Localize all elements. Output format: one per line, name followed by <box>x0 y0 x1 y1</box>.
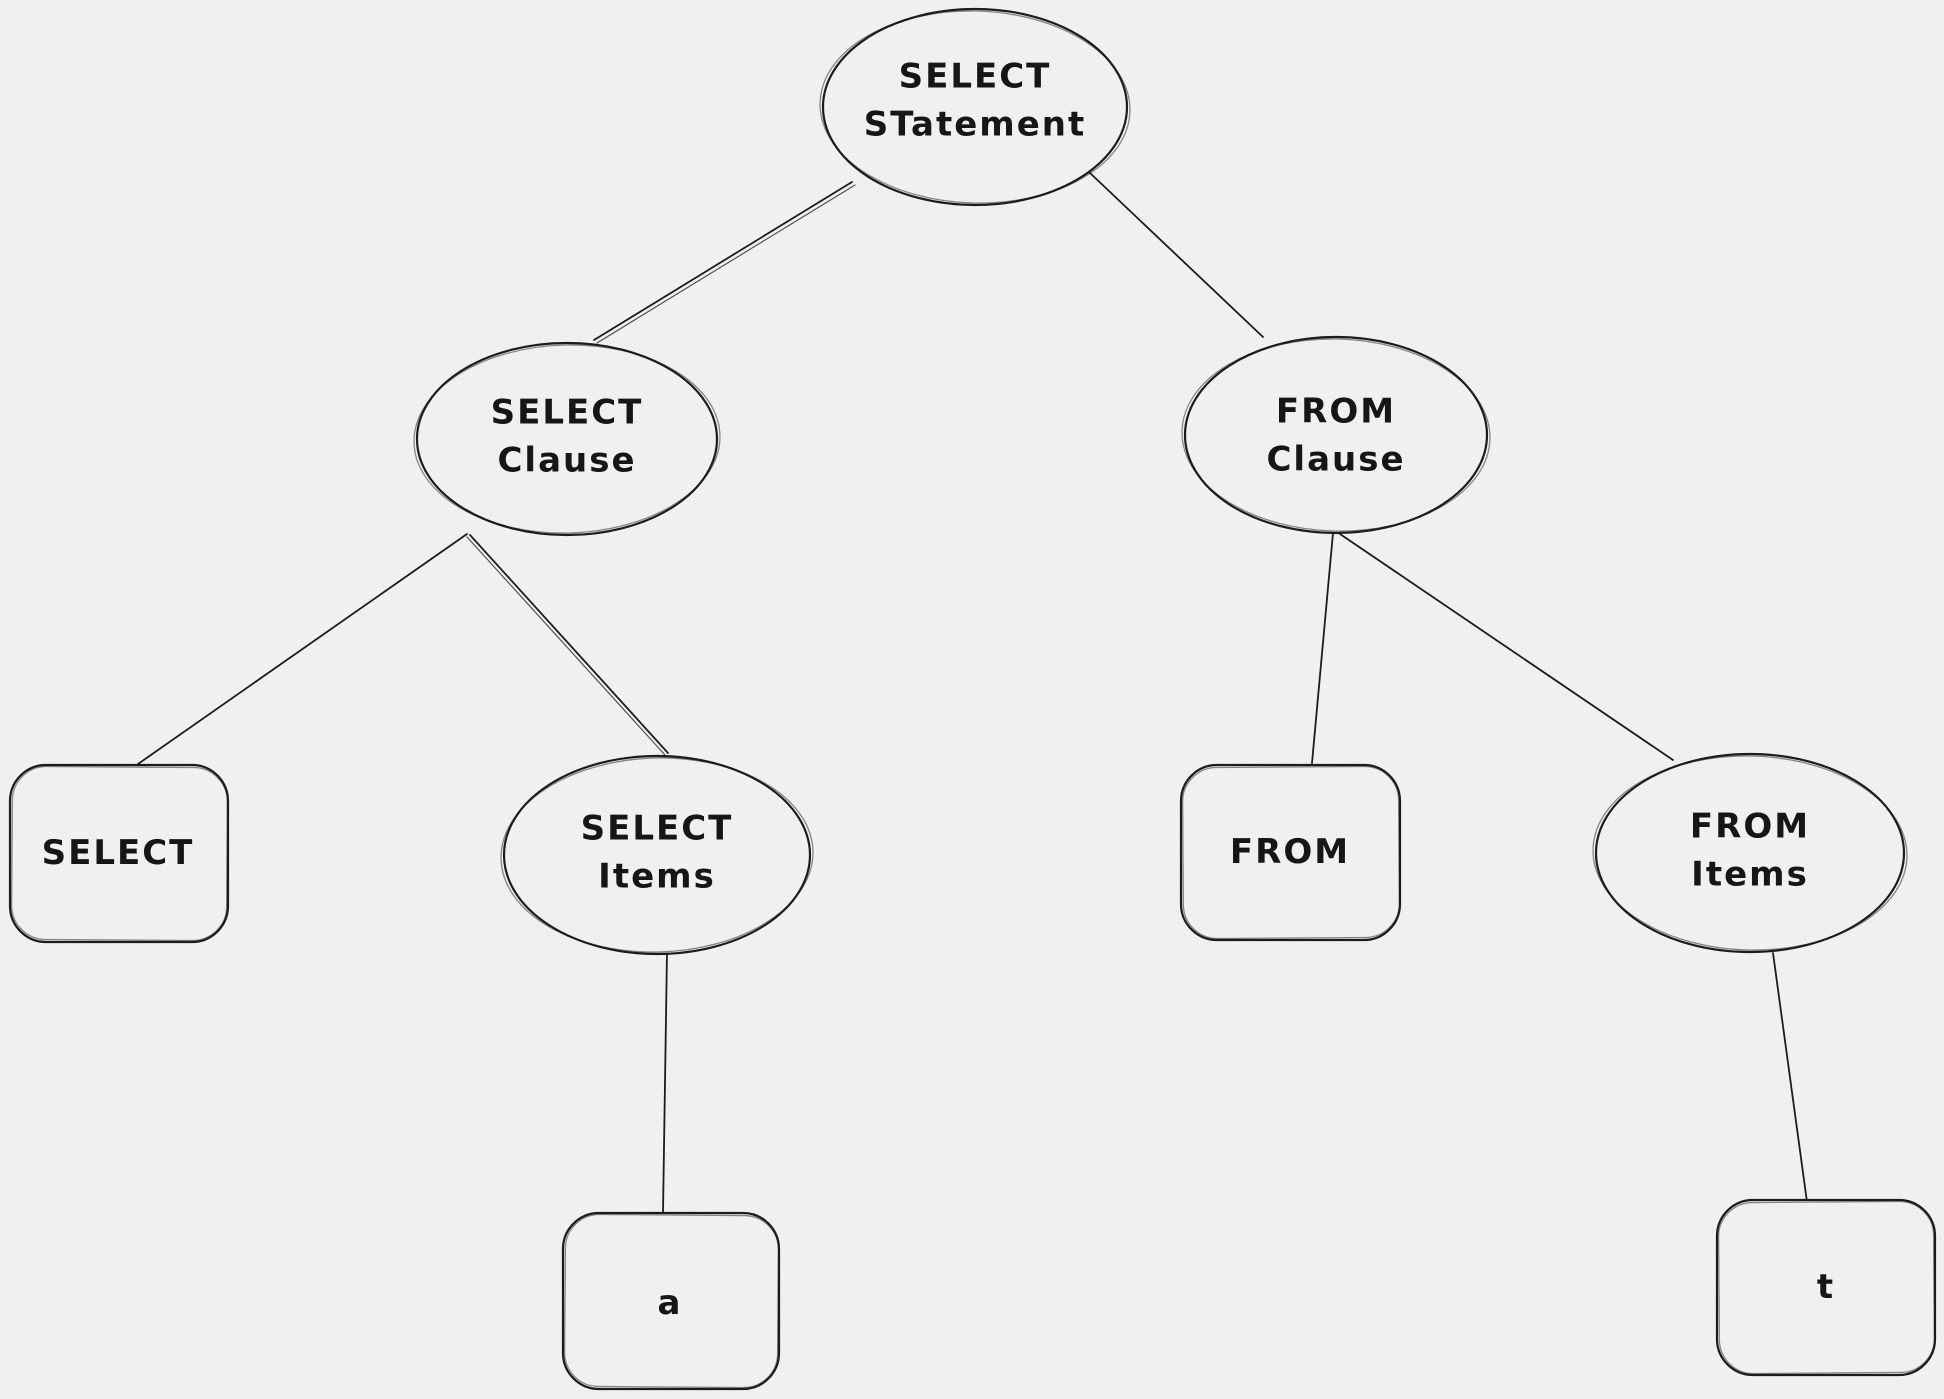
edge-group <box>137 172 1808 1214</box>
node-shape-select-statement[interactable] <box>821 7 1129 207</box>
edge-select-clause-to-select-keyword[interactable] <box>137 533 468 765</box>
edge-from-clause-to-from-items[interactable] <box>1339 533 1674 761</box>
node-shape-from-items[interactable] <box>1594 752 1906 954</box>
node-shape-table-t-ghost <box>1717 1200 1936 1375</box>
edge-from-clause-to-from-keyword[interactable] <box>1311 532 1334 764</box>
node-shape-column-a[interactable] <box>561 1211 781 1391</box>
node-shape-select-keyword-ghost <box>10 765 229 942</box>
edge-select-clause-to-select-items-ghost <box>466 536 666 756</box>
node-shape-table-t[interactable] <box>1715 1198 1937 1377</box>
node-shape-select-items-ghost <box>500 757 814 953</box>
node-shape-select-keyword[interactable] <box>8 763 230 944</box>
edge-from-items-to-table-t[interactable] <box>1772 952 1808 1203</box>
node-shape-from-keyword[interactable] <box>1179 763 1402 942</box>
node-shape-column-a-ghost <box>563 1213 780 1389</box>
node-shape-from-items-ghost <box>1592 755 1908 951</box>
node-shape-group <box>8 7 1937 1391</box>
node-shape-select-items[interactable] <box>502 754 812 956</box>
node-shape-select-clause[interactable] <box>415 341 719 537</box>
edge-select-items-to-column-a[interactable] <box>662 951 668 1214</box>
node-shape-select-statement-ghost <box>819 10 1131 204</box>
edge-select-statement-to-select-clause-ghost <box>596 184 856 344</box>
node-shape-from-keyword-ghost <box>1181 765 1401 940</box>
node-shape-from-clause[interactable] <box>1183 335 1489 535</box>
edge-select-statement-to-select-clause[interactable] <box>593 181 853 341</box>
node-shape-from-clause-ghost <box>1181 338 1491 532</box>
edge-select-statement-to-from-clause[interactable] <box>1089 172 1264 338</box>
edge-select-clause-to-select-items[interactable] <box>469 534 669 754</box>
node-shape-select-clause-ghost <box>413 344 721 534</box>
